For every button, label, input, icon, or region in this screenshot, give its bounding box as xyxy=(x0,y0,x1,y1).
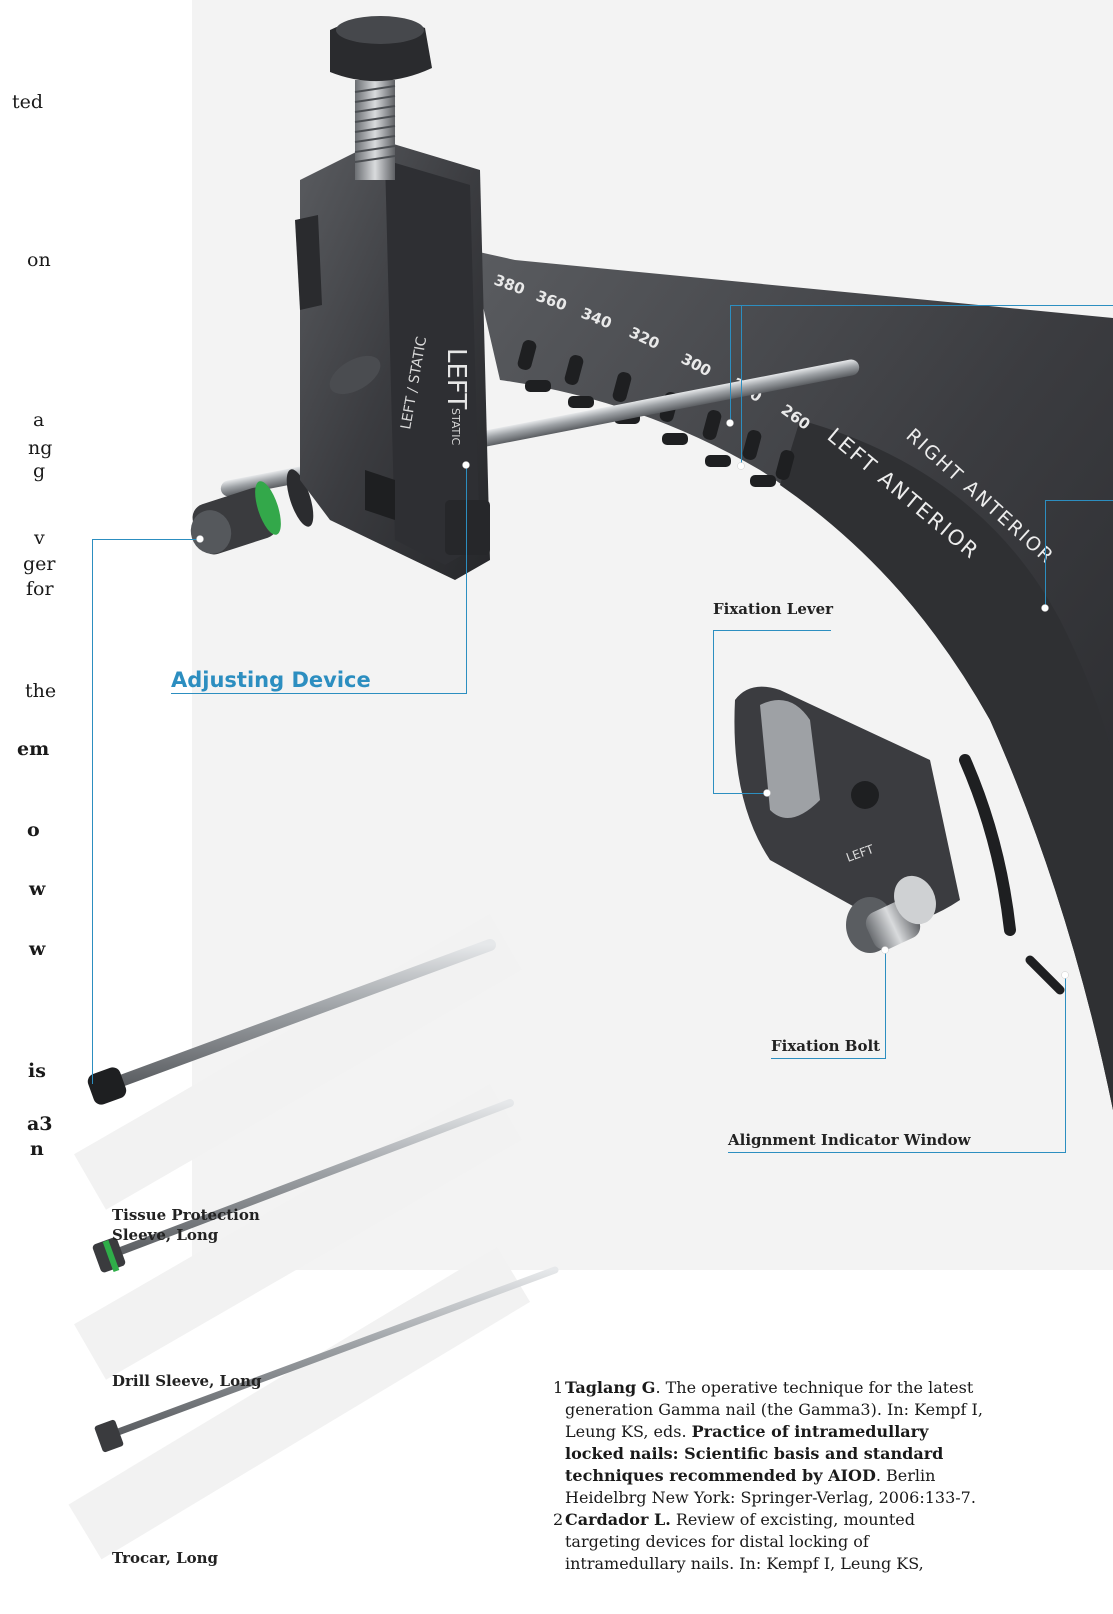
tissue-protection-sleeve-label: Tissue Protection Sleeve, Long xyxy=(112,1205,260,1245)
ref-part: . Berlin Heidelbrg New York: Springer-Ve… xyxy=(565,1466,976,1507)
text-fragment: o xyxy=(27,819,40,841)
drill-sleeve xyxy=(92,1099,514,1273)
reference-number: 1 xyxy=(553,1378,564,1397)
text-fragment: a xyxy=(33,409,45,431)
clamp-front-plate xyxy=(385,160,480,565)
text-fragment: the xyxy=(25,680,57,702)
text-fragment: ted xyxy=(12,91,44,113)
reference-number: 2 xyxy=(553,1510,564,1529)
text-fragment: is xyxy=(28,1060,46,1082)
curved-arm xyxy=(470,250,1113,1110)
callout-line xyxy=(1065,975,1066,1153)
fixation-bolt-label: Fixation Bolt xyxy=(771,1037,881,1055)
callout-line xyxy=(713,793,767,794)
trocar-label: Trocar, Long xyxy=(112,1549,219,1567)
fixation-bolt xyxy=(846,875,936,953)
text-fragment: ger xyxy=(23,553,56,575)
adjusting-knob xyxy=(190,469,314,555)
static-marking: STATIC xyxy=(449,408,462,445)
label-line: Tissue Protection xyxy=(112,1206,260,1224)
ref-part: Taglang G xyxy=(565,1378,656,1397)
tissue-protection-sleeve xyxy=(87,939,496,1105)
text-fragment: on xyxy=(27,249,51,271)
text-fragment: g xyxy=(33,460,46,482)
callout-line xyxy=(885,950,886,1058)
callout-line xyxy=(466,465,467,693)
alignment-window-label: Alignment Indicator Window xyxy=(728,1131,971,1149)
label-line: Sleeve, Long xyxy=(112,1226,219,1244)
callout-line xyxy=(92,539,93,1084)
ref-part: . The operative technique for the latest… xyxy=(565,1378,983,1441)
callout-line xyxy=(730,305,731,425)
callout-line xyxy=(713,630,831,631)
reference-text: Taglang G. The operative technique for t… xyxy=(565,1377,983,1509)
callout-line xyxy=(1045,500,1113,501)
fixation-lever-label: Fixation Lever xyxy=(713,600,834,618)
references-list: 1 Taglang G. The operative technique for… xyxy=(553,1377,983,1575)
callout-line xyxy=(730,305,1113,306)
text-fragment: em xyxy=(17,738,50,760)
adjusting-device-title: Adjusting Device xyxy=(171,668,371,692)
callout-line xyxy=(1045,500,1046,608)
left-text-column: ted on a ng g v ger for the em o w w is … xyxy=(0,0,60,1614)
text-fragment: n xyxy=(30,1138,44,1160)
reference-item: 1 Taglang G. The operative technique for… xyxy=(553,1377,983,1509)
text-fragment: ng xyxy=(28,437,53,459)
callout-line xyxy=(728,1152,1066,1153)
text-fragment: v xyxy=(34,527,45,549)
callout-line xyxy=(771,1058,886,1059)
text-fragment: w xyxy=(29,878,46,900)
reference-text: Cardador L. Review of excisting, mounted… xyxy=(565,1509,983,1575)
trocar xyxy=(94,1266,559,1453)
arm-face xyxy=(780,420,1113,1110)
text-fragment: for xyxy=(26,578,54,600)
callout-line xyxy=(741,305,742,465)
drill-sleeve-label: Drill Sleeve, Long xyxy=(112,1372,262,1390)
ref-part: Cardador L. xyxy=(565,1510,671,1529)
ref-part: Review of excisting, mounted targeting d… xyxy=(565,1510,924,1573)
callout-line xyxy=(713,630,714,794)
reference-item: 2 Cardador L. Review of excisting, mount… xyxy=(553,1509,983,1575)
ref-part: Practice of intramedullary locked nails:… xyxy=(565,1422,944,1485)
callout-line xyxy=(92,539,200,540)
text-fragment: w xyxy=(29,938,46,960)
text-fragment: a3 xyxy=(27,1113,53,1135)
callout-line xyxy=(171,693,467,694)
left-vertical-marking: LEFT xyxy=(441,348,471,409)
